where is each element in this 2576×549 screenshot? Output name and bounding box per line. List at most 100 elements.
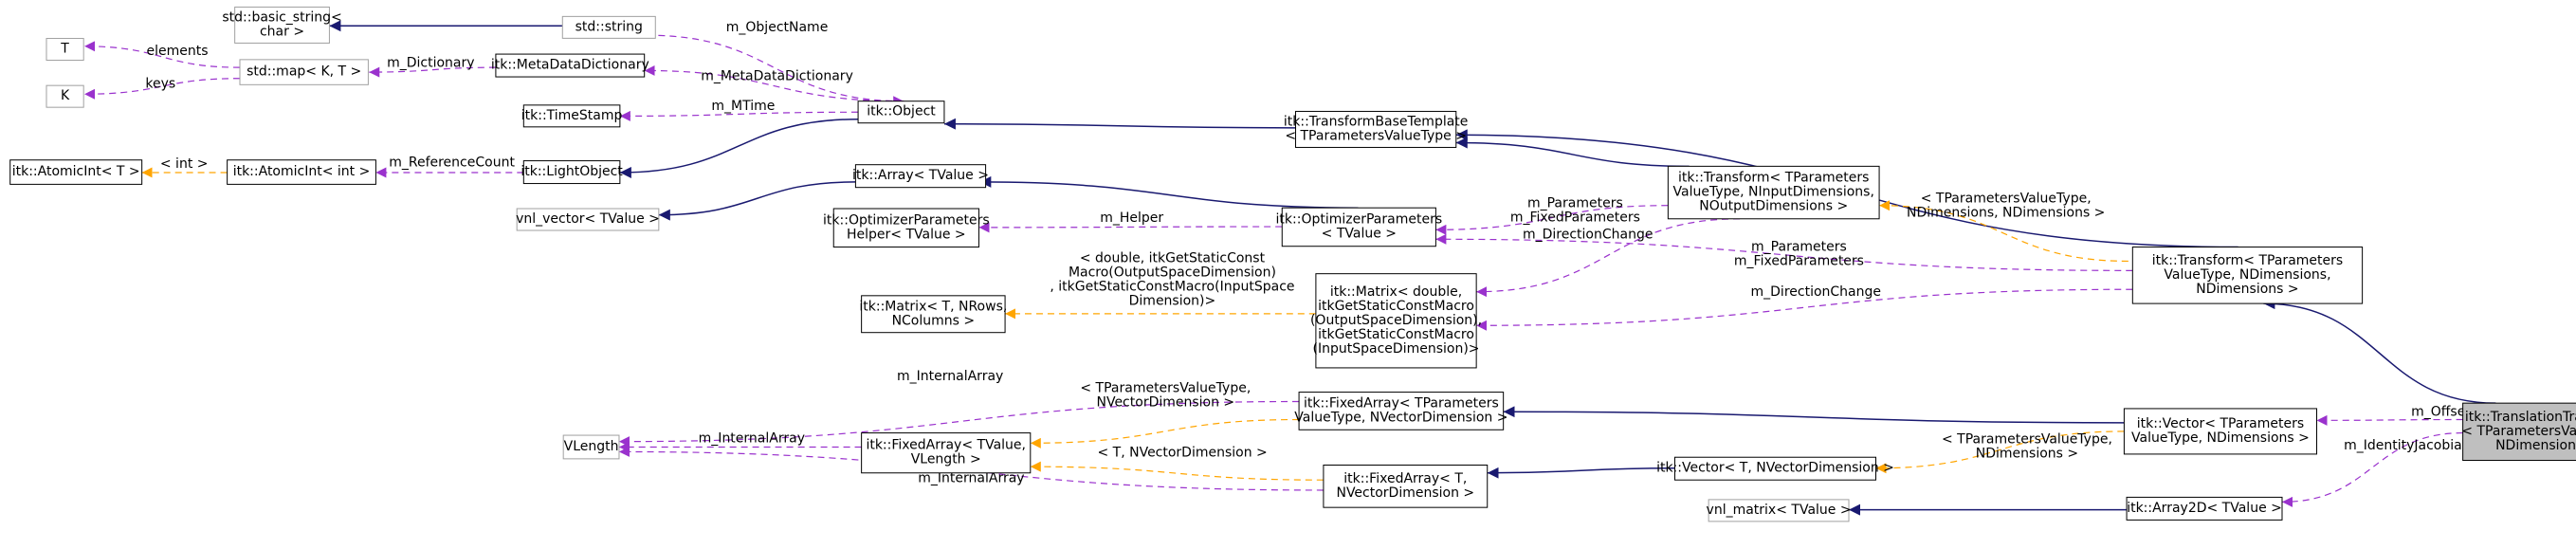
- class-node-tf2[interactable]: itk::Transform< TParametersValueType, ND…: [2131, 247, 2364, 304]
- class-node-faTV[interactable]: itk::FixedArray< TValue,VLength >: [861, 432, 1032, 474]
- edge-tf1-to-mtxD: [1476, 218, 1741, 298]
- class-node-aiT[interactable]: itk::AtomicInt< T >: [9, 159, 143, 185]
- class-node-box: [832, 208, 979, 248]
- edge-label: m_ObjectName: [726, 20, 829, 35]
- edge-label: m_IdentityJacobian: [2344, 438, 2471, 453]
- class-node-map[interactable]: std::map< K, T >: [239, 59, 369, 85]
- class-node-box: [234, 6, 330, 44]
- class-node-arr[interactable]: itk::Array< TValue >: [852, 164, 989, 189]
- edge-label: m_DirectionChange: [1523, 227, 1653, 242]
- class-node-faTP[interactable]: itk::FixedArray< TParametersValueType, N…: [1294, 392, 1507, 430]
- class-node-label: itk::MetaDataDictionary: [491, 58, 649, 73]
- edge-label: < double, itkGetStaticConst: [1080, 250, 1266, 265]
- edge-mdd-to-map: [369, 66, 496, 78]
- class-node-box: [562, 434, 620, 460]
- class-node-label: itk::FixedArray< TParameters: [1304, 395, 1499, 411]
- edge-trans-to-tf2: [2263, 298, 2496, 404]
- class-node-label: < TParametersValueType >: [1285, 128, 1467, 143]
- class-node-mdd[interactable]: itk::MetaDataDictionary: [491, 53, 649, 78]
- class-node-label: std::basic_string<: [222, 9, 341, 25]
- edge-tf1-to-tbt: [1455, 137, 1690, 168]
- class-node-label: ValueType, NInputDimensions,: [1673, 185, 1874, 200]
- edge-tf2-to-mtxD: [1476, 288, 2133, 331]
- edge-label: m_MetaDataDictionary: [701, 68, 853, 83]
- class-node-aiInt[interactable]: itk::AtomicInt< int >: [227, 159, 376, 185]
- class-node-box: [2462, 402, 2576, 462]
- class-node-label: < TParametersValueType,: [2461, 424, 2576, 439]
- class-node-box: [854, 164, 987, 189]
- class-node-label: itk::OptimizerParameters: [823, 212, 990, 228]
- edge-label: m_Parameters: [1527, 195, 1623, 210]
- class-node-label: T: [60, 42, 69, 57]
- edge-vecT-to-faT: [1487, 467, 1675, 479]
- class-node-obj[interactable]: itk::Object: [857, 101, 945, 124]
- class-node-label: itk::OptimizerParameters: [1276, 211, 1443, 227]
- edge-arr-to-vnlvec: [658, 181, 856, 221]
- class-node-label: itk::Matrix< double,: [1330, 284, 1462, 300]
- class-node-box: [2123, 408, 2318, 455]
- class-node-label: (InputSpaceDimension)>: [1313, 341, 1480, 357]
- edge-label: m_Dictionary: [387, 55, 474, 70]
- class-node-label: NVectorDimension >: [1336, 485, 1474, 501]
- class-node-label: std::string: [575, 19, 643, 34]
- edge-op-to-arr: [979, 175, 1359, 209]
- class-node-label: itk::AtomicInt< int >: [233, 164, 371, 179]
- edge-op-to-oph: [978, 222, 1283, 233]
- class-node-label: NDimensions >: [2495, 438, 2576, 453]
- class-node-label: itk::AtomicInt< T >: [12, 164, 140, 179]
- class-node-vnlvec[interactable]: vnl_vector< TValue >: [516, 208, 660, 231]
- edge-label: < TParametersValueType,: [1921, 191, 2092, 206]
- class-node-lo[interactable]: itk::LightObject: [521, 160, 623, 185]
- class-node-op[interactable]: itk::OptimizerParameters< TValue >: [1276, 207, 1443, 247]
- edge-label: < T, NVectorDimension >: [1097, 445, 1267, 460]
- class-node-mtxD[interactable]: itk::Matrix< double,itkGetStaticConstMac…: [1310, 273, 1482, 369]
- edge-obj-to-mdd: [644, 64, 904, 102]
- class-node-faT[interactable]: itk::FixedArray< T,NVectorDimension >: [1323, 464, 1489, 508]
- class-node-a2d[interactable]: itk::Array2D< TValue >: [2126, 496, 2283, 521]
- class-node-K[interactable]: K: [46, 84, 84, 108]
- class-node-tbt[interactable]: itk::TransformBaseTemplate< TParametersV…: [1284, 110, 1469, 148]
- class-node-box: [1281, 207, 1436, 247]
- class-node-label: itk::Transform< TParameters: [1678, 171, 1869, 186]
- class-node-tf1[interactable]: itk::Transform< TParametersValueType, NI…: [1667, 165, 1880, 220]
- edge-label: keys: [145, 77, 175, 92]
- class-node-vlen[interactable]: VLength: [562, 434, 620, 460]
- class-node-box: [1298, 392, 1505, 430]
- class-node-T[interactable]: T: [46, 38, 84, 62]
- class-node-label: itk::LightObject: [521, 164, 623, 179]
- class-node-label: itkGetStaticConstMacro: [1318, 327, 1474, 342]
- class-node-label: itk::Matrix< T, NRows,: [859, 299, 1007, 314]
- class-node-vecTP[interactable]: itk::Vector< TParametersValueType, NDime…: [2123, 408, 2318, 455]
- class-node-label: itk::TimeStamp: [521, 108, 623, 123]
- class-node-trans[interactable]: itk::TranslationTransform< TParametersVa…: [2461, 402, 2576, 462]
- class-node-label: K: [61, 88, 70, 103]
- class-node-basic_string[interactable]: std::basic_string<char >: [222, 6, 342, 44]
- edge-faT-to-faTV: [1030, 461, 1324, 481]
- class-node-vecT[interactable]: itk::Vector< T, NVectorDimension >: [1656, 456, 1894, 481]
- class-node-label: ValueType, NVectorDimension >: [1294, 410, 1507, 425]
- class-node-box: [2131, 247, 2364, 304]
- class-node-vnlmat[interactable]: vnl_matrix< TValue >: [1707, 499, 1852, 522]
- class-node-box: [495, 53, 646, 78]
- class-node-label: ValueType, NDimensions >: [2131, 430, 2310, 446]
- class-node-label: < TValue >: [1322, 226, 1397, 241]
- class-node-label: itk::Object: [867, 104, 936, 119]
- class-node-string[interactable]: std::string: [561, 15, 656, 39]
- edge-label: NDimensions, NDimensions >: [1907, 205, 2105, 220]
- class-node-mtxT[interactable]: itk::Matrix< T, NRows,NColumns >: [859, 295, 1007, 334]
- class-node-ts[interactable]: itk::TimeStamp: [521, 104, 623, 128]
- edge-label: m_ReferenceCount: [389, 155, 515, 170]
- edge-label: < TParametersValueType,: [1080, 381, 1251, 396]
- edge-label: elements: [147, 44, 209, 59]
- class-node-box: [861, 432, 1032, 474]
- edge-tf2-to-op: [1435, 233, 2133, 271]
- class-node-label: (OutputSpaceDimension),: [1310, 313, 1482, 328]
- edge-label: m_InternalArray: [699, 431, 805, 447]
- edge-tf2-to-tf1: [1879, 200, 2128, 263]
- edge-label: m_DirectionChange: [1751, 284, 1881, 300]
- class-node-label: VLength >: [911, 452, 981, 467]
- class-node-label: vnl_matrix< TValue >: [1707, 503, 1852, 518]
- class-node-label: VLength: [564, 439, 619, 454]
- edge-label: m_InternalArray: [918, 471, 1024, 486]
